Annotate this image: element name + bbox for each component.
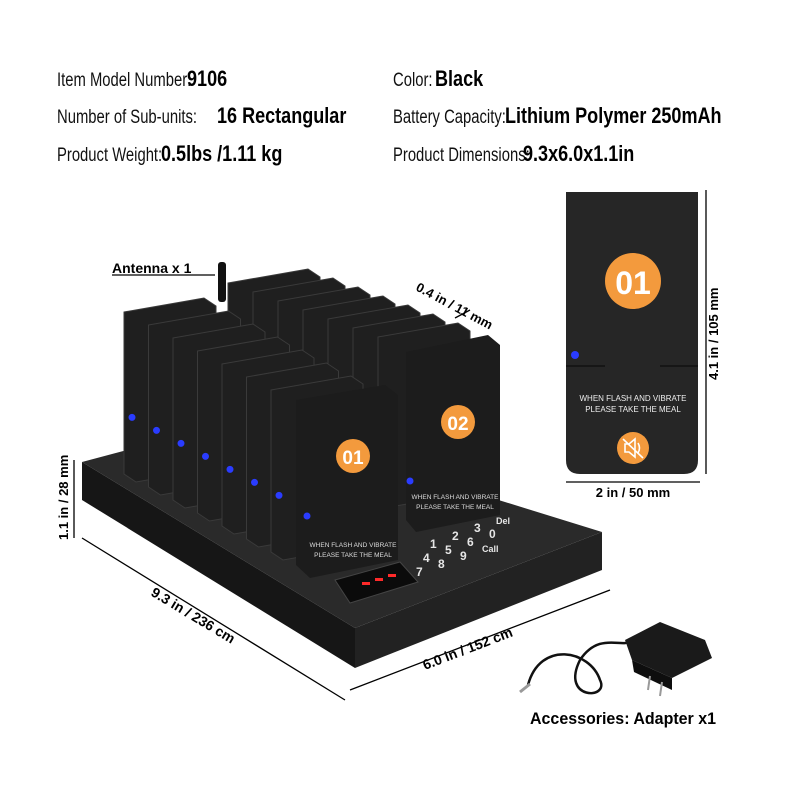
pager-01: 01 WHEN FLASH AND VIBRATE PLEASE TAKE TH… [296, 385, 398, 578]
keypad-key: 3 [474, 521, 481, 535]
base-length-label: 9.3 in / 236 cm [148, 584, 238, 647]
power-adapter [519, 622, 712, 697]
keypad-key: 7 [416, 565, 423, 579]
blue-led-icon [571, 351, 579, 359]
pager-number: 01 [342, 448, 364, 469]
spec-value: 0.5lbs /1.11 kg [161, 141, 283, 166]
blue-led-icon [303, 512, 311, 520]
spec-model: Item Model Number: 9106 [57, 66, 236, 92]
base-width-line [349, 589, 611, 691]
spec-label: Battery Capacity: [393, 107, 506, 128]
accessories-label: Accessories: Adapter x1 [530, 709, 716, 728]
base-length-line [81, 537, 346, 701]
spec-label: Number of Sub-units: [57, 107, 198, 128]
led-display [334, 561, 419, 604]
spec-value: 9.3x6.0x1.1in [523, 141, 635, 166]
spec-weight: Product Weight: 0.5lbs /1.11 kg [57, 141, 309, 167]
keypad-key: 8 [438, 557, 445, 571]
pager-height-label: 4.1 in / 105 mm [706, 288, 721, 381]
spec-color: Color: Black [393, 66, 494, 92]
base-height-label: 1.1 in / 28 mm [56, 455, 71, 540]
pager-message-line2: PLEASE TAKE THE MEAL [585, 405, 681, 414]
spec-value: Lithium Polymer 250mAh [505, 103, 722, 128]
pager-number-badge [441, 405, 475, 439]
keypad-key: 5 [445, 543, 452, 557]
blue-led-icon [251, 478, 258, 486]
keypad-key: 4 [423, 551, 430, 565]
keypad-key: 1 [430, 537, 437, 551]
blue-led-icon [177, 439, 185, 447]
keypad-key: 6 [467, 535, 474, 549]
antenna [218, 262, 226, 302]
pager-message-line2: PLEASE TAKE THE MEAL [314, 552, 392, 559]
pager-number: 02 [447, 414, 468, 435]
blue-led-icon [128, 413, 136, 421]
spec-dimensions: Product Dimensions: 9.3x6.0x1.1in [393, 141, 659, 167]
blue-led-icon [226, 465, 234, 473]
pager-02: 02 WHEN FLASH AND VIBRATE PLEASE TAKE TH… [406, 335, 500, 532]
blue-led-icon [406, 477, 414, 485]
antenna-label: Antenna x 1 [112, 260, 192, 276]
keypad: 1 2 3 Del 4 5 6 0 7 8 9 Call [416, 516, 510, 579]
spec-value: Black [435, 66, 484, 91]
pager-detail-number: 01 [615, 265, 651, 301]
speaker-mute-icon [622, 437, 644, 459]
pager-message-line1: WHEN FLASH AND VIBRATE [412, 494, 500, 501]
keypad-key: Call [482, 544, 499, 554]
spec-label: Product Weight: [57, 145, 163, 166]
pager-detail: 01 WHEN FLASH AND VIBRATE PLEASE TAKE TH… [566, 192, 698, 474]
blue-led-icon [202, 452, 209, 460]
thickness-line [454, 309, 471, 319]
keypad-key: 2 [452, 529, 459, 543]
pager-number-badge [336, 439, 370, 473]
spec-subunits: Number of Sub-units: 16 Rectangular [57, 103, 375, 129]
spec-label: Color: [393, 70, 433, 91]
pager-message-line1: WHEN FLASH AND VIBRATE [310, 542, 398, 549]
pager-message-line1: WHEN FLASH AND VIBRATE [580, 394, 687, 403]
pager-message-line2: PLEASE TAKE THE MEAL [416, 504, 494, 511]
keypad-key: 0 [489, 527, 496, 541]
pager-width-label: 2 in / 50 mm [596, 485, 670, 500]
keypad-key: Del [496, 516, 510, 526]
blue-led-icon [153, 426, 160, 434]
spec-value: 9106 [187, 66, 228, 91]
pager-number-badge [605, 253, 661, 309]
keypad-key: 9 [460, 549, 467, 563]
spec-label: Item Model Number: [57, 70, 192, 91]
blue-led-icon [275, 491, 283, 499]
spec-battery: Battery Capacity: Lithium Polymer 250mAh [393, 103, 769, 129]
spec-value: 16 Rectangular [217, 103, 347, 128]
